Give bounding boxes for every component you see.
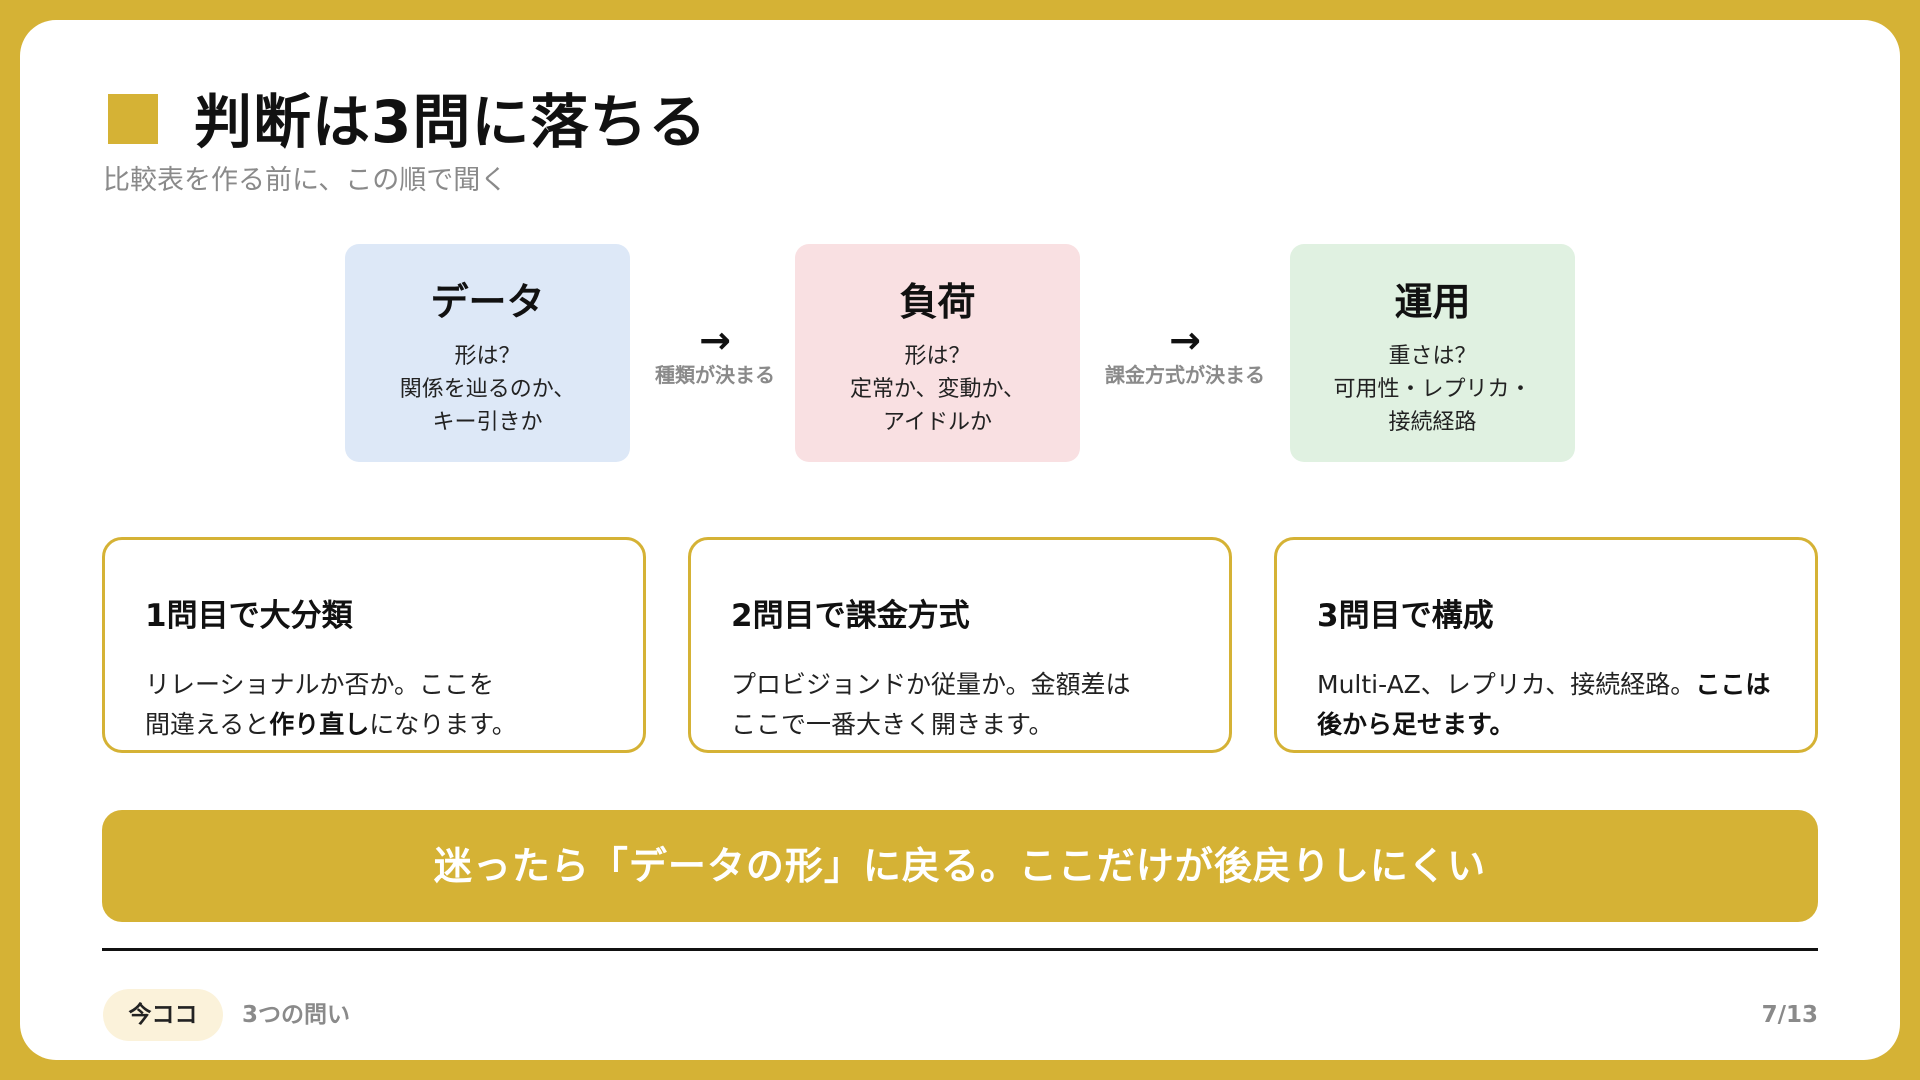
card-body-line: プロビジョンドか従量か。金額差は — [731, 670, 1131, 699]
card-title: 1問目で大分類 — [145, 598, 353, 634]
arrow-right-icon: → — [1169, 318, 1201, 362]
title-marker — [108, 94, 158, 144]
card-body-line: ここで一番大きく開きます。 — [731, 710, 1054, 739]
flow-arrow-1: → 種類が決まる — [640, 320, 790, 388]
key-message-banner: 迷ったら「データの形」に戻る。ここだけが後戻りしにくい — [102, 810, 1818, 922]
arrow-right-icon: → — [699, 318, 731, 362]
card-body-text: Multi-AZ、レプリカ、接続経路。 — [1317, 670, 1696, 699]
flow-box-line: 重さは？ — [1388, 344, 1477, 369]
flow-box-body: 形は？ 関係を辿るのか、 キー引きか — [345, 340, 630, 439]
card-body-emphasis: 後から足せます。 — [1317, 710, 1515, 739]
flow-box-line: 形は？ — [454, 344, 521, 369]
flow-box-line: キー引きか — [432, 410, 543, 435]
card-body-line: Multi-AZ、レプリカ、接続経路。ここは — [1317, 665, 1785, 705]
card-body: プロビジョンドか従量か。金額差は ここで一番大きく開きます。 — [731, 665, 1199, 745]
slide: 判断は3問に落ちる 比較表を作る前に、この順で聞く データ 形は？ 関係を辿るの… — [20, 20, 1900, 1060]
current-location-badge: 今ココ — [103, 989, 223, 1041]
flow-box-data: データ 形は？ 関係を辿るのか、 キー引きか — [345, 244, 630, 462]
card-body-line: リレーショナルか否か。ここを — [145, 670, 495, 699]
card-body: Multi-AZ、レプリカ、接続経路。ここは 後から足せます。 — [1317, 665, 1785, 745]
page-title: 判断は3問に落ちる — [194, 88, 708, 156]
flow-box-title: 負荷 — [899, 280, 976, 324]
card-body-emphasis: ここは — [1695, 670, 1771, 699]
flow-box-line: 定常か、変動か、 — [849, 377, 1026, 402]
card-question-3: 3問目で構成 Multi-AZ、レプリカ、接続経路。ここは 後から足せます。 — [1274, 537, 1818, 753]
card-body-text: 間違えると — [145, 710, 270, 739]
card-body-text: になります。 — [369, 710, 517, 739]
flow-box-title: データ — [430, 280, 545, 324]
arrow-label: 種類が決まる — [655, 363, 775, 387]
flow-box-line: 関係を辿るのか、 — [399, 377, 576, 402]
flow-box-line: 可用性・レプリカ・ — [1333, 377, 1532, 402]
card-body-line: 間違えると作り直しになります。 — [145, 705, 613, 745]
flow-box-title: 運用 — [1394, 280, 1471, 324]
flow-box-line: 形は？ — [904, 344, 971, 369]
flow-arrow-2: → 課金方式が決まる — [1090, 320, 1280, 388]
card-title: 3問目で構成 — [1317, 598, 1494, 634]
page-subtitle: 比較表を作る前に、この順で聞く — [103, 165, 508, 196]
card-question-2: 2問目で課金方式 プロビジョンドか従量か。金額差は ここで一番大きく開きます。 — [688, 537, 1232, 753]
flow-box-line: 接続経路 — [1388, 410, 1477, 435]
footer-divider — [102, 948, 1818, 951]
card-body-line: 後から足せます。 — [1317, 705, 1785, 745]
arrow-label: 課金方式が決まる — [1105, 363, 1265, 387]
flow-box-body: 形は？ 定常か、変動か、 アイドルか — [795, 340, 1080, 439]
card-title: 2問目で課金方式 — [731, 598, 970, 634]
card-question-1: 1問目で大分類 リレーショナルか否か。ここを 間違えると作り直しになります。 — [102, 537, 646, 753]
flow-box-load: 負荷 形は？ 定常か、変動か、 アイドルか — [795, 244, 1080, 462]
section-label: 3つの問い — [242, 1002, 351, 1028]
flow-box-line: アイドルか — [883, 410, 992, 435]
card-body: リレーショナルか否か。ここを 間違えると作り直しになります。 — [145, 665, 613, 745]
card-body-emphasis: 作り直し — [269, 710, 370, 739]
flow-box-body: 重さは？ 可用性・レプリカ・ 接続経路 — [1290, 340, 1575, 439]
flow-box-ops: 運用 重さは？ 可用性・レプリカ・ 接続経路 — [1290, 244, 1575, 462]
page-number: 7/13 — [1761, 1002, 1818, 1028]
